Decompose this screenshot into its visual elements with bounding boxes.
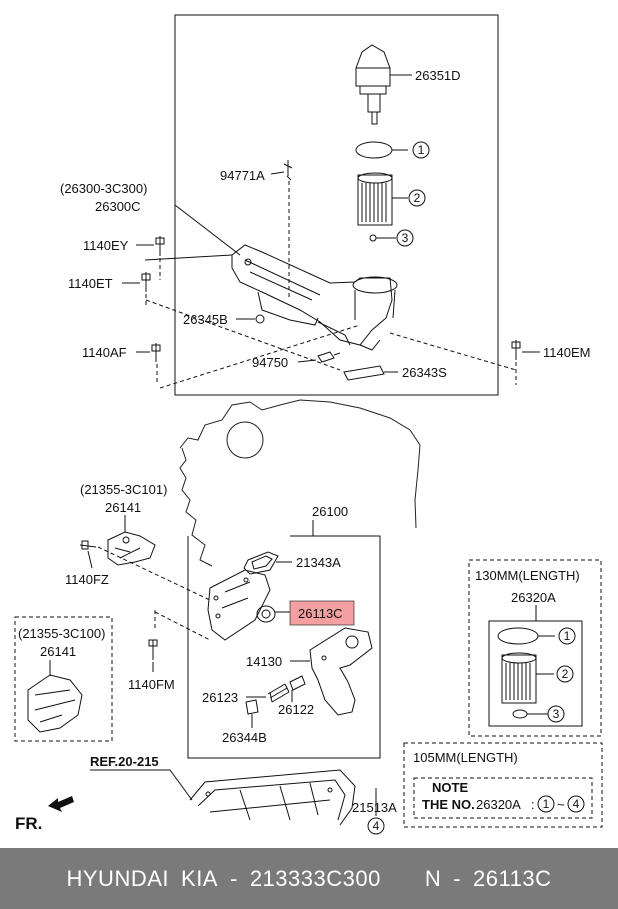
- pump-body-drawing: [207, 569, 271, 641]
- o-ring-drawing: [355, 141, 393, 159]
- note-tilde: ~: [557, 797, 565, 812]
- label-1140fm[interactable]: 1140FM: [128, 677, 175, 692]
- note-colon: :: [531, 797, 535, 812]
- label-26351d[interactable]: 26351D: [415, 68, 461, 83]
- engine-block-outline: [179, 399, 421, 567]
- circle-num-3-kit: 3: [553, 707, 560, 721]
- label-ref-20-215[interactable]: REF.20-215: [90, 754, 159, 769]
- label-130mm-length: 130MM(LENGTH): [475, 568, 580, 583]
- circle-num-1-kit: 1: [564, 629, 571, 643]
- filter-105mm-box: [403, 742, 603, 828]
- footer-bar: HYUNDAI KIA - 213333C300 N - 26113C: [0, 848, 618, 909]
- oil-pan-drawing: [189, 769, 356, 826]
- label-26141-top[interactable]: 26141: [105, 500, 141, 515]
- highlight-26113c: [289, 600, 355, 626]
- label-26100[interactable]: 26100: [312, 504, 348, 519]
- label-14130[interactable]: 14130: [246, 654, 282, 669]
- footer-dash-2: -: [453, 865, 462, 891]
- note-title: NOTE: [432, 780, 468, 795]
- footer-ref-number: 26113C: [473, 865, 552, 891]
- note-box: [413, 777, 593, 819]
- circle-num-4: 4: [373, 819, 380, 833]
- cover-bottom-drawing: [27, 674, 83, 733]
- label-26320a[interactable]: 26320A: [511, 590, 556, 605]
- label-26343s[interactable]: 26343S: [402, 365, 447, 380]
- filter-element-drawing: [357, 172, 408, 226]
- label-94771a[interactable]: 94771A: [220, 168, 265, 183]
- circle-num-3: 3: [402, 231, 409, 245]
- filter-130mm-box: [468, 559, 602, 737]
- footer-brand: HYUNDAI: [66, 865, 170, 891]
- label-group-21355-3c101: (21355-3C101): [80, 482, 167, 497]
- label-group-26300-3c300: (26300-3C300): [60, 181, 147, 196]
- label-1140fz[interactable]: 1140FZ: [65, 572, 109, 587]
- oil-pump-box: [187, 535, 381, 759]
- label-group-21355-3c100: (21355-3C100): [18, 626, 105, 641]
- circle-num-2: 2: [414, 191, 421, 205]
- label-21343a[interactable]: 21343A: [296, 555, 341, 570]
- label-26141-bottom[interactable]: 26141: [40, 644, 76, 659]
- filter-housing-drawing: [231, 244, 398, 351]
- footer-n: N: [424, 865, 442, 891]
- label-1140af[interactable]: 1140AF: [82, 345, 127, 360]
- strainer-drawing: [309, 627, 373, 716]
- diagram-canvas: 26351D 1 94771A 2 (26300-3C300) 26300C 1…: [14, 14, 603, 835]
- cover-alt-box: [14, 616, 113, 742]
- label-1140em[interactable]: 1140EM: [543, 345, 590, 360]
- label-front: FR.: [15, 814, 42, 833]
- filter-cap-drawing: [355, 44, 412, 125]
- front-arrow-icon: [48, 796, 74, 812]
- label-1140ey[interactable]: 1140EY: [83, 238, 129, 253]
- footer-part-number: 213333C300: [249, 865, 381, 891]
- label-26122[interactable]: 26122: [278, 702, 314, 717]
- note-from: 1: [543, 797, 550, 811]
- label-26113c[interactable]: 26113C: [298, 606, 343, 621]
- note-the-no: THE NO.: [422, 797, 475, 812]
- label-26300c[interactable]: 26300C: [95, 199, 141, 214]
- filter-kit-box: [488, 620, 583, 727]
- label-26123[interactable]: 26123: [202, 690, 238, 705]
- label-1140et[interactable]: 1140ET: [68, 276, 113, 291]
- cover-top-drawing: [107, 531, 156, 566]
- label-94750[interactable]: 94750: [252, 355, 288, 370]
- note-to: 4: [573, 797, 580, 811]
- label-26344b[interactable]: 26344B: [222, 730, 267, 745]
- label-26345b[interactable]: 26345B: [183, 312, 228, 327]
- note-part: 26320A: [476, 797, 521, 812]
- circle-num-1: 1: [418, 143, 425, 157]
- circle-num-2-kit: 2: [562, 667, 569, 681]
- label-21513a[interactable]: 21513A: [352, 800, 397, 815]
- filter-element-130-drawing: [501, 652, 537, 704]
- footer-make: KIA: [181, 865, 218, 891]
- seal-26113c-drawing: [256, 605, 276, 623]
- label-105mm-length: 105MM(LENGTH): [413, 750, 518, 765]
- footer-dash-1: -: [229, 865, 238, 891]
